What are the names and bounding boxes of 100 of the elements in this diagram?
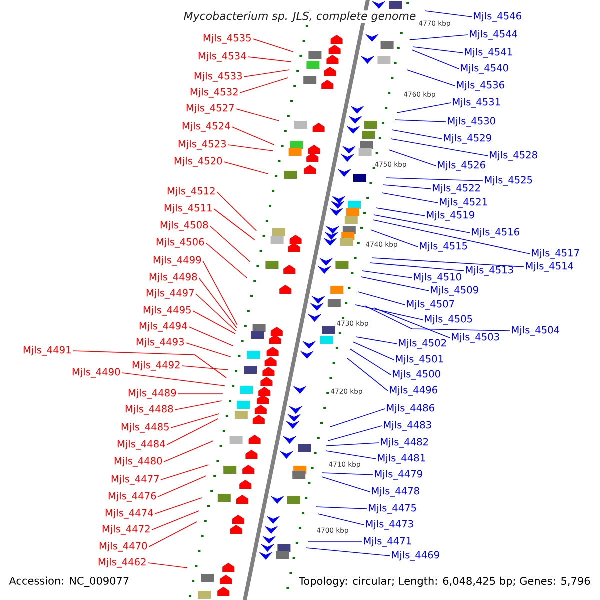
gene-label: Mjls_4484 (118, 440, 166, 450)
leader-line (170, 414, 220, 428)
leader-line (392, 130, 442, 140)
leader-line (330, 408, 386, 428)
leader-line (382, 192, 438, 204)
leader-line (202, 260, 238, 326)
leader-line (350, 348, 392, 376)
leader-line (182, 366, 228, 370)
leader-line (174, 400, 222, 410)
gene-label: Mjls_4469 (392, 551, 440, 561)
gene-label: Mjls_4501 (396, 355, 444, 365)
gene-label: Mjls_4528 (490, 151, 538, 161)
leader-line (122, 372, 226, 386)
leader-line (390, 138, 488, 156)
gene-label: Mjls_4522 (433, 184, 480, 194)
leader-line (318, 514, 364, 526)
leader-line (214, 208, 256, 240)
gene-label: Mjls_4546 (474, 12, 522, 22)
leader-line (358, 292, 406, 306)
leader-line (232, 126, 275, 146)
leader-line (322, 472, 374, 476)
leader-line (236, 108, 280, 122)
gene-label: Mjls_4474 (106, 509, 154, 519)
gene-label: Mjls_4509 (431, 286, 478, 296)
leader-line (240, 78, 288, 94)
accession-text: Accession: NC_009077 (9, 576, 129, 588)
leader-line (158, 476, 207, 498)
leader-line (374, 308, 450, 338)
leader-line (252, 38, 294, 52)
gene-label: Mjls_4510 (414, 273, 462, 283)
leader-line (192, 310, 236, 334)
gene-label: Mjls_4483 (384, 421, 432, 431)
leader-line (198, 278, 238, 328)
leader-line (164, 440, 214, 462)
gene-label: Mjls_4493 (136, 338, 184, 348)
leader-line (306, 548, 390, 556)
leader-line (362, 270, 412, 278)
gene-label: Mjls_4536 (457, 81, 504, 91)
gene-label: Mjls_4496 (390, 386, 438, 396)
gene-label: Mjls_4540 (461, 64, 508, 74)
gene-label: Mjls_4475 (369, 504, 416, 514)
leader-line (326, 442, 380, 446)
leader-line (355, 304, 424, 320)
gene-label: Mjls_4481 (378, 454, 426, 464)
gene-label: Mjls_4533 (194, 72, 242, 82)
gene-label: Mjls_4515 (420, 242, 468, 252)
leader-line (360, 276, 430, 292)
leader-line (412, 46, 464, 54)
leader-line (364, 306, 510, 332)
gene-label: Mjls_4490 (72, 368, 120, 378)
leader-line (412, 50, 460, 70)
leader-line (322, 476, 370, 492)
gene-label: Mjls_4504 (512, 326, 560, 336)
leader-line (152, 510, 200, 530)
gene-label: Mjls_4532 (190, 88, 238, 98)
gene-label: Mjls_4482 (381, 438, 428, 448)
gene-label: Mjls_4524 (182, 122, 230, 132)
gene-label: Mjls_4525 (485, 176, 532, 186)
gene-label: Mjls_4544 (470, 30, 518, 40)
leader-line (396, 102, 452, 114)
gene-label: Mjls_4495 (144, 306, 191, 316)
leader-line (386, 178, 484, 182)
gene-label: Mjls_4517 (532, 249, 580, 259)
gene-label: Mjls_4516 (472, 228, 520, 238)
leader-line (148, 562, 188, 568)
gene-label: Mjls_4473 (366, 520, 414, 530)
gene-label: Mjls_4478 (372, 487, 420, 497)
gene-label: Mjls_4472 (102, 525, 150, 535)
leader-line (409, 34, 468, 40)
leader-line (216, 192, 257, 232)
gene-label: Mjls_4479 (375, 470, 422, 480)
leader-line (352, 342, 394, 360)
gene-label: Mjls_4500 (393, 370, 440, 380)
leader-line (166, 418, 218, 446)
leader-line (406, 70, 456, 86)
leader-line (210, 226, 251, 262)
leader-line (370, 230, 418, 248)
gene-label: Mjls_4530 (448, 117, 496, 127)
gene-label: Mjls_4535 (204, 34, 251, 44)
leader-line (376, 208, 426, 216)
gene-label: Mjls_4526 (438, 161, 486, 171)
gene-label: Mjls_4503 (452, 333, 500, 343)
gene-label: Mjls_4494 (140, 322, 188, 332)
leader-line (228, 144, 274, 152)
gene-label: Mjls_4476 (108, 492, 156, 502)
gene-label: Mjls_4529 (444, 134, 492, 144)
gene-label: Mjls_4502 (399, 339, 446, 349)
leader-line (372, 220, 530, 254)
leader-line (382, 184, 432, 190)
leader-line (394, 120, 446, 122)
leader-line (196, 294, 236, 332)
gene-label: Mjls_4508 (160, 221, 208, 231)
leader-line (248, 56, 292, 62)
gene-label: Mjls_4507 (407, 300, 454, 310)
genome-info-text: Topology: circular; Length: 6,048,425 bp; Genes: 5,796 (299, 576, 590, 588)
gene-label: Mjls_4523 (178, 140, 226, 150)
leader-line (346, 358, 388, 392)
gene-label: Mjls_4512 (168, 187, 215, 197)
leader-line (388, 150, 436, 166)
gene-label: Mjls_4506 (156, 238, 204, 248)
